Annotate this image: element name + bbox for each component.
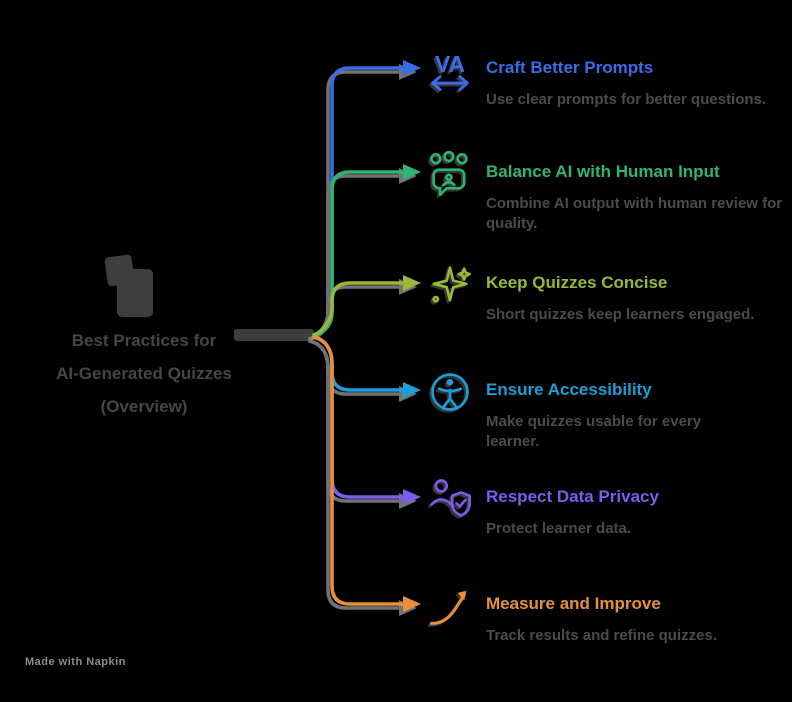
branch-description-line: Combine AI output with human review for [486,195,783,212]
branch-description-line: Protect learner data. [486,520,632,537]
branch-respect-data-privacy: Respect Data Privacy Protect learner dat… [424,475,792,571]
branch-description: Track results and refine quizzes. [486,626,717,646]
branch-description-line: quality. [486,215,538,232]
accessibility-icon [426,368,474,416]
branch-description: Short quizzes keep learners engaged. [486,305,754,325]
branch-description-line: Use clear prompts for better questions. [486,91,767,108]
trunk-stub [234,329,314,341]
line-shadows [308,64,417,616]
branch-title: Measure and Improve [486,594,661,613]
branch-title: Keep Quizzes Concise [486,273,668,292]
central-topic-line3: (Overview) [100,397,188,416]
branch-craft-better-prompts: VA Craft Better Prompts Use clear prompt… [424,46,792,142]
arrowhead-icon [403,596,421,612]
arrowhead-icon [403,275,421,291]
branch-title: Balance AI with Human Input [486,162,720,181]
arrowhead-icon [403,489,421,505]
branch-description-line: Track results and refine quizzes. [486,627,717,644]
central-topic-line2: AI-Generated Quizzes [56,364,232,383]
branch-description: Make quizzes usable for every learner. [486,412,701,452]
branch-balance-ai-human: Balance AI with Human Input Combine AI o… [424,150,792,246]
branch-description-line: Make quizzes usable for every [486,413,702,430]
branch-description-line: Short quizzes keep learners engaged. [486,306,755,323]
sparkle-icon [426,261,474,309]
growth-arrow-icon [426,582,474,630]
branch-description: Combine AI output with human review for … [486,194,782,234]
branch-description: Use clear prompts for better questions. [486,90,766,110]
branch-description: Protect learner data. [486,519,631,539]
kerning-prompt-icon: VA [426,46,474,94]
branch-title: Respect Data Privacy [486,487,659,506]
branch-line [312,335,405,606]
arrowhead-icon [403,382,421,398]
branch-keep-quizzes-concise: Keep Quizzes Concise Short quizzes keep … [424,261,792,357]
svg-text:VA: VA [435,51,465,77]
branch-lines [312,60,421,612]
central-topic: Best Practices for AI-Generated Quizzes … [28,324,260,423]
branch-title: Ensure Accessibility [486,380,652,399]
branch-title: Craft Better Prompts [486,58,654,77]
watermark: Made with Napkin [25,656,126,668]
arrowhead-icon [403,164,421,180]
branch-measure-and-improve: Measure and Improve Track results and re… [424,582,792,678]
central-topic-line1: Best Practices for [71,331,217,350]
branch-line [312,281,405,337]
branch-description-line: learner. [486,433,540,450]
shield-person-icon [426,475,474,523]
people-chat-icon [426,150,474,198]
branch-ensure-accessibility: Ensure Accessibility Make quizzes usable… [424,368,792,464]
notes-icon [100,252,164,333]
arrowhead-icon [403,60,421,76]
